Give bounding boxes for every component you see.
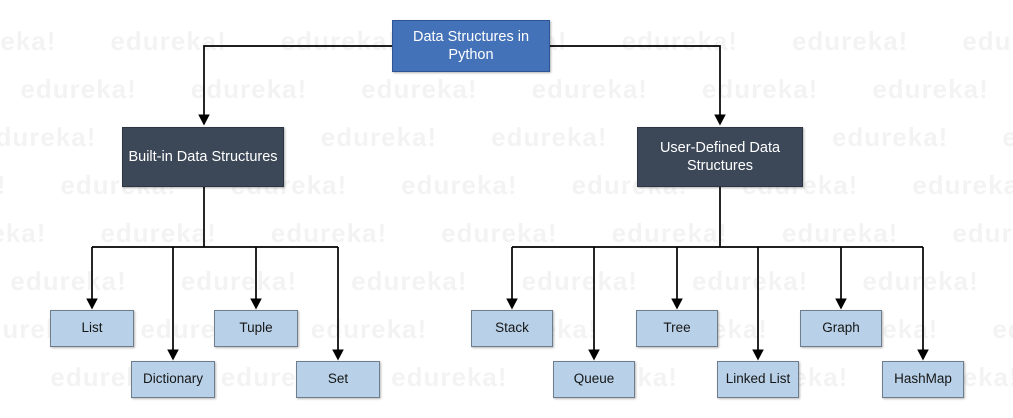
node-label-tree: Tree [663, 320, 691, 336]
node-set[interactable]: Set [296, 361, 380, 398]
node-list[interactable]: List [50, 310, 134, 347]
node-label-list: List [81, 320, 103, 336]
edge-root-to-userdefined [550, 45, 726, 126]
node-tuple[interactable]: Tuple [214, 310, 298, 347]
edge-root-to-builtin [198, 45, 392, 126]
node-label-linkedlist: Linked List [725, 371, 791, 387]
watermark-text: edureka!edureka!edureka!edureka!edureka!… [0, 266, 1013, 297]
node-userdefined[interactable]: User-Defined Data Structures [637, 127, 803, 187]
node-label-userdefined: User-Defined Data Structures [659, 139, 781, 174]
node-label-queue: Queue [573, 371, 615, 387]
node-linkedlist[interactable]: Linked List [717, 361, 799, 398]
node-builtin[interactable]: Built-in Data Structures [122, 127, 284, 187]
node-label-builtin: Built-in Data Structures [128, 148, 278, 165]
node-dictionary[interactable]: Dictionary [131, 361, 215, 398]
node-label-graph: Graph [822, 320, 860, 336]
watermark-text: edureka!edureka!edureka!edureka!edureka!… [0, 74, 1013, 105]
node-graph[interactable]: Graph [800, 310, 882, 347]
node-hashmap[interactable]: HashMap [882, 361, 964, 398]
node-label-set: Set [327, 371, 349, 387]
node-label-dictionary: Dictionary [142, 371, 204, 387]
node-queue[interactable]: Queue [553, 361, 635, 398]
node-label-stack: Stack [495, 320, 529, 336]
node-label-tuple: Tuple [239, 320, 273, 336]
node-tree[interactable]: Tree [636, 310, 718, 347]
node-label-root: Data Structures in Python [412, 28, 530, 63]
node-label-hashmap: HashMap [894, 371, 952, 387]
node-root[interactable]: Data Structures in Python [392, 20, 550, 72]
watermark-text: edureka!edureka!edureka!edureka!edureka!… [0, 218, 1013, 249]
node-stack[interactable]: Stack [471, 310, 553, 347]
